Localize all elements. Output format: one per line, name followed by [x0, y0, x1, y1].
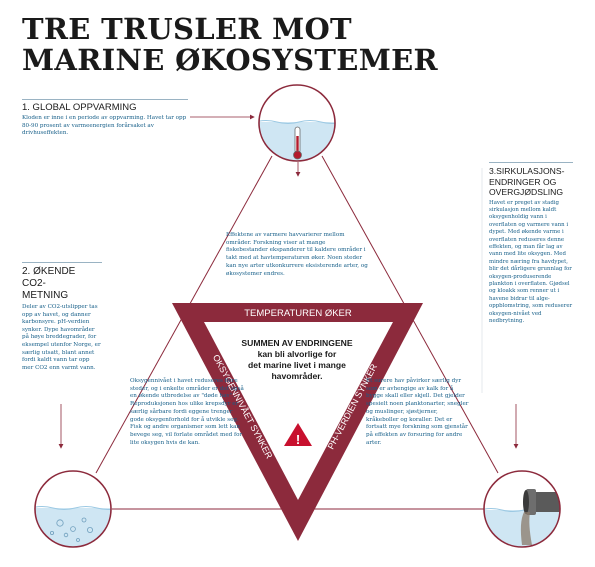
- effect-oxygen: Oksygennivået i havet reduseres flere st…: [130, 378, 244, 446]
- summary-text: SUMMEN AV ENDRINGENE kan bli alvorlige f…: [226, 338, 368, 382]
- thermometer-icon: [293, 126, 302, 160]
- threat-heading-global: 1. GLOBAL OPPVARMING: [22, 102, 137, 113]
- threat-co2: 2. ØKENDE CO2- METNING Deler av CO2-utsl…: [22, 262, 102, 372]
- threat-text-circ: Havet er preget av stadig sirkulasjon me…: [489, 199, 573, 325]
- band-label-temperature: TEMPERATUREN ØKER: [244, 308, 352, 319]
- threat-global-warming: 1. GLOBAL OPPVARMING Kloden er inne i en…: [22, 99, 188, 138]
- effect-temperature: Effektene av varmere havvarierer mellom …: [226, 232, 368, 277]
- divider: [22, 99, 188, 100]
- threat-heading-circ-3: OVERGJØDSLING: [489, 187, 564, 197]
- thermometer-circle: [258, 84, 336, 162]
- drain-pipe-icon: [520, 489, 560, 545]
- title-line-2: MARINE ØKOSYSTEMER: [22, 43, 438, 77]
- bubbles-circle: [34, 470, 112, 548]
- warning-symbol: !: [296, 432, 300, 447]
- bubbles-icon: [50, 517, 94, 542]
- page-title: TRE TRUSLER MOT MARINE ØKOSYSTEMER: [22, 14, 482, 76]
- divider: [489, 162, 573, 163]
- threat-heading-circ-2: ENDRINGER OG: [489, 176, 557, 187]
- divider: [22, 262, 102, 263]
- threat-heading-co2-1: 2. ØKENDE CO2-: [22, 266, 76, 289]
- title-line-1: TRE TRUSLER MOT: [22, 12, 352, 46]
- warning-icon: !: [284, 423, 312, 447]
- drain-pipe-circle: [483, 470, 561, 548]
- effect-ph: Et surere hav påvirker særlig dyr som er…: [366, 378, 469, 446]
- threat-heading-circ-1: 3.SIRKULASJONS-: [489, 166, 565, 176]
- summary-line-3: det marine livet i mange: [248, 360, 346, 370]
- connector-arrows: [58, 114, 519, 449]
- threat-text-co2: Deler av CO2-utslipper tas opp av havet,…: [22, 304, 101, 371]
- threat-text-global: Kloden er inne i en periode av oppvarmin…: [22, 115, 187, 137]
- summary-line-1: SUMMEN AV ENDRINGENE: [241, 338, 353, 348]
- threat-circulation: 3.SIRKULASJONS- ENDRINGER OG OVERGJØDSLI…: [489, 162, 573, 325]
- inner-triangle: [172, 303, 423, 541]
- summary-line-4: havområder.: [271, 371, 323, 381]
- summary-line-2: kan bli alvorlige for: [257, 349, 337, 359]
- threat-heading-co2-2: METNING: [22, 290, 69, 301]
